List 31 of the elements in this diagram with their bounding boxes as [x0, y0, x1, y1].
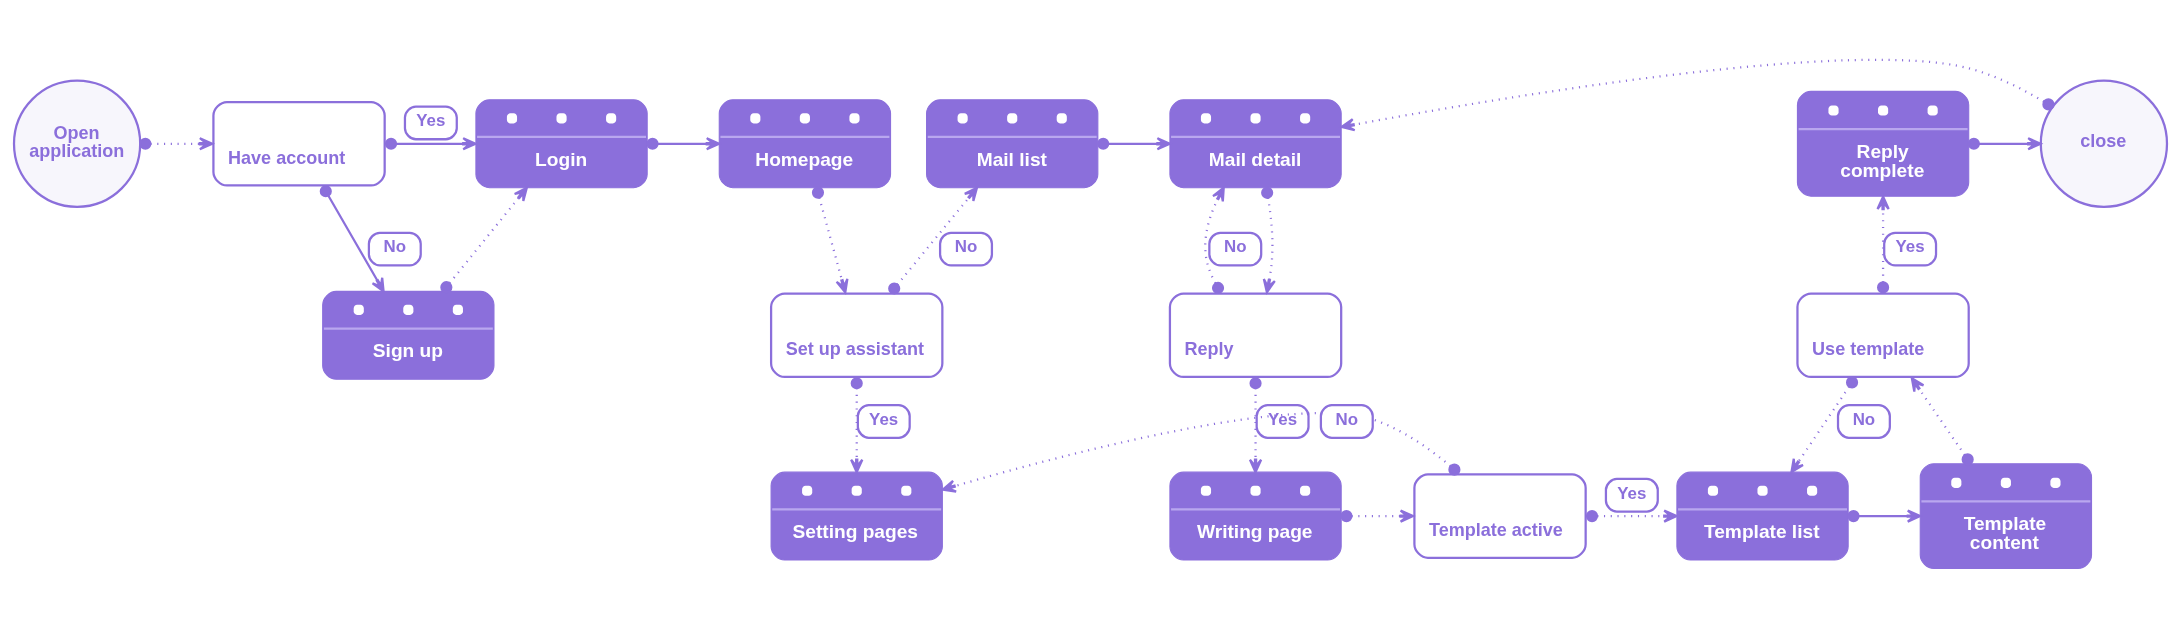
edge-label: No	[383, 237, 407, 257]
edge-label: Yes	[869, 409, 899, 429]
arrow	[1876, 195, 1890, 294]
edge-label: No	[1224, 237, 1247, 257]
arrow	[850, 377, 864, 474]
arrow	[941, 412, 1461, 493]
arrow	[1790, 376, 1859, 474]
arrow	[384, 137, 477, 151]
edge-label: No	[1335, 409, 1359, 429]
edge-label: Yes	[1895, 237, 1925, 257]
arrow	[440, 186, 528, 294]
edge-label: Yes	[1267, 409, 1298, 429]
edge-label: Yes	[416, 111, 446, 131]
arrow	[811, 186, 849, 294]
arrow	[1585, 509, 1678, 523]
edge-label: No	[954, 237, 978, 257]
arrow	[1248, 377, 1263, 474]
arrow	[1261, 186, 1276, 294]
edge-label: No	[1852, 409, 1876, 429]
arrow	[1967, 137, 2042, 151]
arrow	[319, 185, 385, 293]
arrow	[1340, 509, 1415, 523]
arrow	[1910, 377, 1974, 466]
arrow	[888, 186, 979, 295]
arrow	[1847, 509, 1922, 523]
arrow	[646, 137, 721, 151]
edge-label: Yes	[1617, 483, 1647, 503]
arrow	[139, 137, 214, 151]
arrow	[1097, 137, 1171, 151]
arrow	[1204, 186, 1225, 295]
node-circle: Open application	[12, 79, 142, 208]
